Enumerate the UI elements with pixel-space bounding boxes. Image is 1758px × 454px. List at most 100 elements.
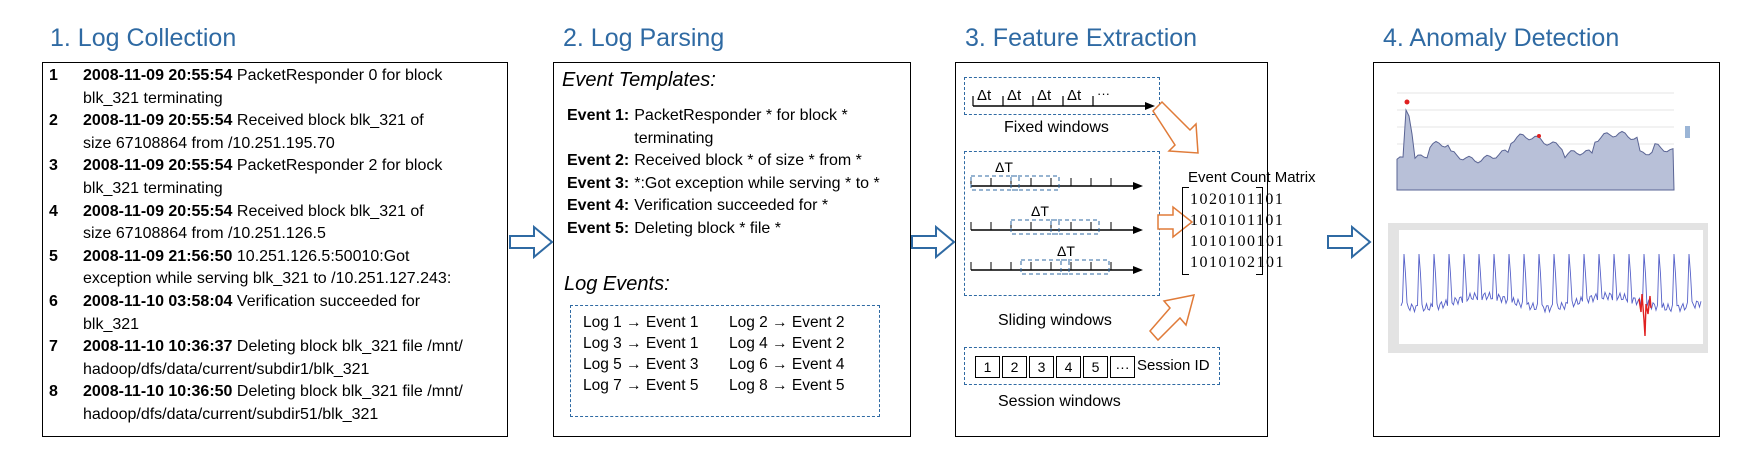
log-event-mapping: Log 3 → Event 1 [583,335,699,352]
event-label: Event 3: [567,174,630,192]
log-events-title: Log Events: [564,273,670,295]
event-template-list: Event 1:PacketResponder * for block * te… [567,105,907,241]
fixed-windows-timeline: Δt Δt Δt Δt ··· [972,86,1155,110]
matrix-row: 1010100101 [1190,233,1285,250]
mapping-arrow-icon: → [626,335,642,352]
log-message-cont: hadoop/dfs/data/current/subdir51/blk_321 [83,405,379,423]
log-message: Verification succeeded for [236,292,421,310]
session-cell: 2 [1002,356,1027,378]
event-template-2: Event 2:Received block * of size * from … [567,150,907,173]
mapping-arrow-icon: → [772,314,788,331]
mapping-arrow-icon: → [626,314,642,331]
feature-extraction-panel: Δt Δt Δt Δt ··· Fixed windows ΔT ΔT [955,62,1316,437]
heading-log-parsing: 2. Log Parsing [563,24,725,52]
log-message-cont: blk_321 [83,315,140,333]
event-label: Event 4: [567,197,630,215]
mapping-arrow-icon: → [626,356,642,373]
delta-t-big-label: ΔT [1057,243,1075,259]
matrix-left-bracket [1182,187,1189,275]
heading-log-collection: 1. Log Collection [50,24,237,52]
anomaly-point [1404,99,1410,105]
log-message-cont: size 67108864 from /10.251.195.70 [83,134,335,152]
log-timestamp: 2008-11-09 20:55:54 [83,67,233,84]
log-message-cont: hadoop/dfs/data/current/subdir1/blk_321 [83,360,370,378]
flow-arrow-3-icon [1327,224,1372,260]
log-number: 7 [49,338,58,356]
log-timestamp: 2008-11-09 20:55:54 [83,157,233,175]
log-collection-panel: 1 2008-11-09 20:55:54 PacketResponder 0 … [42,62,508,437]
event-template-4: Event 4:Verification succeeded for * [567,195,907,218]
log-message-cont: exception while serving blk_321 to /10.2… [83,270,452,288]
session-windows-label: Session windows [998,393,1121,410]
line-plot [1388,223,1708,353]
event-label: Event 2: [567,152,630,170]
event-template-5: Event 5:Deleting block * file * [567,218,907,241]
session-cell: 5 [1083,356,1108,378]
matrix-row: 1010102101 [1190,254,1285,271]
event-count-matrix-label: Event Count Matrix [1188,169,1316,186]
session-id-label: Session ID [1137,357,1210,374]
log-entry-7: 7 2008-11-10 10:36:37 Deleting block blk… [49,336,499,381]
log-number: 4 [49,202,58,220]
event-label: Event 5: [567,219,630,237]
matrix-right-bracket [1256,187,1263,275]
log-timestamp: 2008-11-09 20:55:54 [83,202,233,220]
raw-log-list: 1 2008-11-09 20:55:54 PacketResponder 0 … [49,65,499,427]
log-message: Deleting block blk_321 file /mnt/ [236,338,463,356]
event-text: Received block * of size * from * [634,152,862,170]
log-timestamp: 2008-11-10 10:36:37 [83,338,233,356]
log-timestamp: 2008-11-09 20:55:54 [83,112,233,130]
log-timestamp: 2008-11-10 03:58:04 [83,292,233,310]
session-cells: 1 2 3 4 5 ··· [975,356,1155,378]
log-entry-8: 8 2008-11-10 10:36:50 Deleting block blk… [49,381,499,426]
event-text: *:Got exception while serving * to * [634,174,880,192]
sliding-windows-timeline: ΔT ΔT ΔT [970,159,1143,275]
mapping-arrow-icon: → [772,335,788,352]
mapping-arrow-icon: → [626,377,642,394]
ellipsis: ··· [1097,86,1110,101]
log-entry-3: 3 2008-11-09 20:55:54 PacketResponder 2 … [49,155,499,200]
fixed-windows-box: Δt Δt Δt Δt ··· [964,77,1160,115]
log-timestamp: 2008-11-09 21:56:50 [83,247,233,265]
session-cell: ··· [1110,356,1135,378]
area-plot [1388,77,1706,207]
log-number: 6 [49,292,58,310]
mapping-arrow-icon: → [772,377,788,394]
session-cell: 1 [975,356,1000,378]
sliding-windows-box: ΔT ΔT ΔT [964,151,1160,296]
log-number: 1 [49,67,58,84]
log-event-mapping: Log 6 → Event 4 [729,356,845,373]
heading-feature-extraction: 3. Feature Extraction [965,24,1198,52]
event-text: Verification succeeded for * [634,197,829,215]
log-timestamp: 2008-11-10 10:36:50 [83,383,233,401]
log-message: Received block blk_321 of [236,202,424,220]
event-text: Deleting block * file * [634,219,781,237]
session-windows-box: 1 2 3 4 5 ··· Session ID [964,347,1220,385]
log-message: Deleting block blk_321 file /mnt/ [236,383,463,401]
matrix-row: 1010101101 [1190,212,1285,229]
log-parsing-panel: Event Templates: Event 1:PacketResponder… [553,62,911,437]
delta-t-big-label: ΔT [995,159,1013,175]
log-event-mapping: Log 7 → Event 5 [583,377,699,394]
session-cell: 4 [1056,356,1081,378]
log-event-mapping: Log 4 → Event 2 [729,335,845,352]
event-template-1: Event 1:PacketResponder * for block * te… [567,105,907,150]
event-label: Event 1: [567,107,630,124]
log-entry-5: 5 2008-11-09 21:56:50 10.251.126.5:50010… [49,246,499,291]
anomaly-point [1537,134,1541,138]
log-message-cont: blk_321 terminating [83,179,223,197]
anomaly-series [1638,293,1652,337]
event-templates-title: Event Templates: [562,69,716,91]
log-message-cont: size 67108864 from /10.251.126.5 [83,225,326,243]
delta-t-label: Δt [977,87,992,104]
log-number: 3 [49,157,58,175]
log-number: 8 [49,383,58,401]
session-cell: 3 [1029,356,1054,378]
sliding-windows-label: Sliding windows [998,312,1112,329]
log-entry-4: 4 2008-11-09 20:55:54 Received block blk… [49,201,499,246]
event-text: PacketResponder * for block * terminatin… [634,107,848,147]
log-message: Received block blk_321 of [236,112,424,130]
log-message-cont: blk_321 terminating [83,89,223,107]
heading-anomaly-detection: 4. Anomaly Detection [1383,24,1620,52]
flow-arrow-1-icon [509,224,554,260]
